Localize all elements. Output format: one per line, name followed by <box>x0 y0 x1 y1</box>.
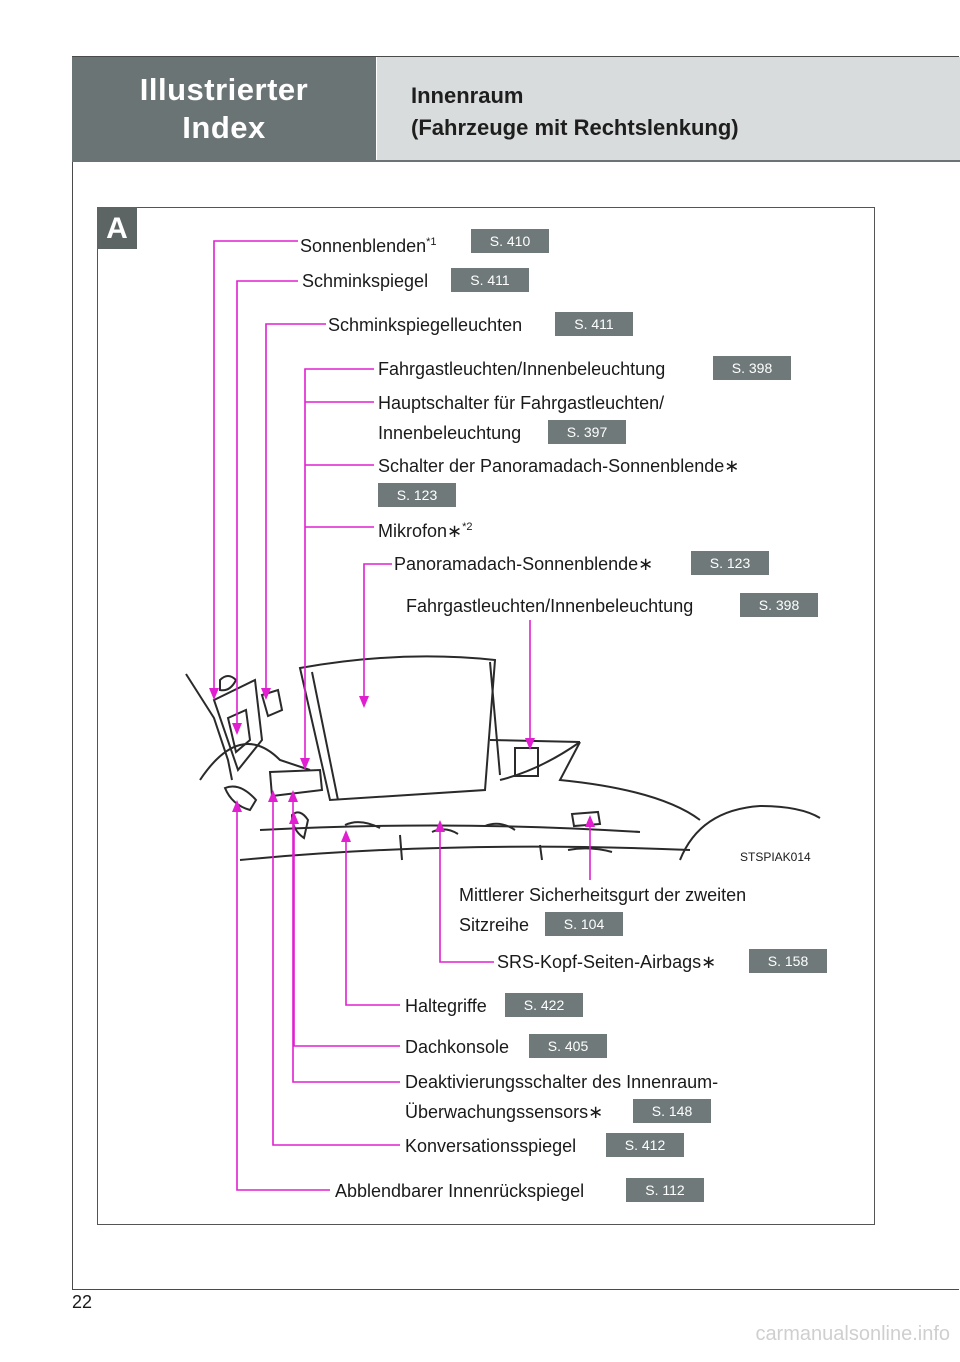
section-tab-line2: Index <box>182 110 266 145</box>
page-ref-konversationsspiegel[interactable]: S. 412 <box>606 1133 684 1157</box>
illustration-panel <box>97 207 875 1225</box>
label-sicherheitsgurt-line1: Mittlerer Sicherheitsgurt der zweiten <box>459 885 747 905</box>
page-number: 22 <box>72 1292 93 1312</box>
label-dachkonsole: Dachkonsole <box>405 1037 510 1057</box>
page-ref-panoramadach[interactable]: S. 123 <box>691 551 769 575</box>
page-ref-srs-airbags[interactable]: S. 158 <box>749 949 827 973</box>
page-ref-innenrueckspiegel[interactable]: S. 112 <box>626 1178 704 1202</box>
label-sonnenblenden: Sonnenblenden*1 <box>300 236 437 256</box>
page-ref-fahrgastleuchten-2[interactable]: S. 398 <box>740 593 818 617</box>
page-ref-deaktivierung[interactable]: S. 148 <box>633 1099 711 1123</box>
footnote-marker: *1 <box>426 236 437 248</box>
page-title-line1: Innenraum <box>411 83 524 108</box>
label-konversationsspiegel: Konversationsspiegel <box>405 1136 577 1156</box>
page-ref-fahrgastleuchten-1[interactable]: S. 398 <box>713 356 791 380</box>
panel-badge: A <box>97 207 137 249</box>
label-innenrueckspiegel: Abblendbarer Innenrückspiegel <box>335 1181 585 1201</box>
footnote-marker: *2 <box>462 521 473 533</box>
label-hauptschalter-line2: Innenbeleuchtung <box>378 423 522 443</box>
label-hauptschalter-line1: Hauptschalter für Fahrgastleuchten/ <box>378 393 665 413</box>
page-ref-hauptschalter[interactable]: S. 397 <box>548 420 626 444</box>
page-ref-sicherheitsgurt[interactable]: S. 104 <box>545 912 623 936</box>
label-schminkspiegel: Schminkspiegel <box>302 271 429 291</box>
header-divider <box>72 160 960 162</box>
page-ref-schminkspiegelleuchten[interactable]: S. 411 <box>555 312 633 336</box>
label-fahrgastleuchten-2: Fahrgastleuchten/Innenbeleuchtung <box>406 596 694 616</box>
watermark: carmanualsonline.info <box>755 1323 950 1345</box>
page-ref-sonnenblenden[interactable]: S. 410 <box>471 229 549 253</box>
label-deaktivierung-line1: Deaktivierungsschalter des Innenraum- <box>405 1072 719 1092</box>
page-frame <box>72 56 959 1290</box>
label-sicherheitsgurt-line2: Sitzreihe <box>459 915 530 935</box>
page-title-bar: Innenraum (Fahrzeuge mit Rechtslenkung) <box>377 57 960 161</box>
figure-code: STSPIAK014 <box>740 850 811 864</box>
page-ref-schminkspiegel[interactable]: S. 411 <box>451 268 529 292</box>
page-title-line2: (Fahrzeuge mit Rechtslenkung) <box>411 115 739 140</box>
label-schalter-panoramadach: Schalter der Panoramadach-Sonnenblende∗ <box>378 456 740 476</box>
section-tab-line1: Illustrierter <box>139 72 309 107</box>
label-haltegriffe: Haltegriffe <box>405 996 487 1016</box>
label-deaktivierung-line2: Überwachungssensors∗ <box>405 1102 604 1122</box>
label-schminkspiegelleuchten: Schminkspiegelleuchten <box>328 315 523 335</box>
section-tab: Illustrierter Index <box>72 57 376 161</box>
label-fahrgastleuchten-1: Fahrgastleuchten/Innenbeleuchtung <box>378 359 666 379</box>
label-panoramadach: Panoramadach-Sonnenblende∗ <box>394 554 654 574</box>
page-ref-haltegriffe[interactable]: S. 422 <box>505 993 583 1017</box>
label-srs-airbags: SRS-Kopf-Seiten-Airbags∗ <box>497 952 717 972</box>
page-ref-schalter-panoramadach[interactable]: S. 123 <box>378 483 456 507</box>
page-ref-dachkonsole[interactable]: S. 405 <box>529 1034 607 1058</box>
label-mikrofon: Mikrofon∗*2 <box>378 521 473 541</box>
